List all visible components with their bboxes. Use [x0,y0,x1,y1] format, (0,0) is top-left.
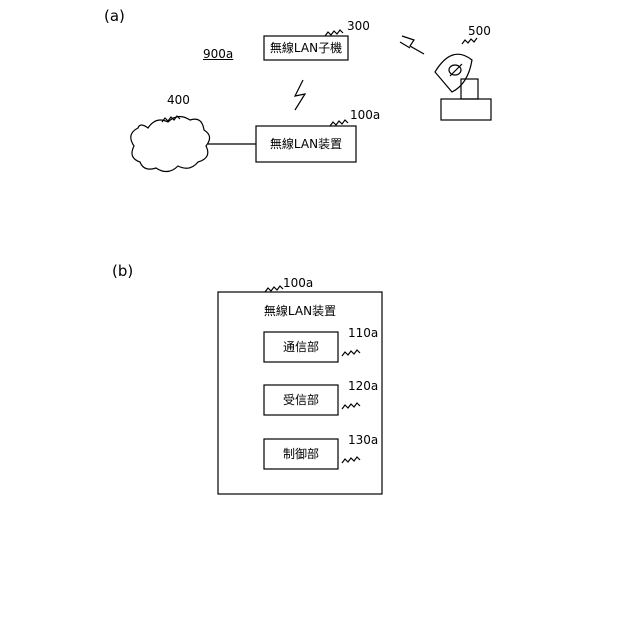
device-ref-leader [330,120,348,126]
outer-device-title: 無線LAN装置 [218,304,382,318]
unit-ref-leader-1 [342,350,360,356]
unit-label-1: 通信部 [264,340,338,354]
unit-ref-label-1: 110a [348,326,378,340]
system-ref-label: 900a [203,47,233,61]
cloud-icon [131,116,210,171]
network-ref-label: 400 [167,93,190,107]
dish-ref-label: 500 [468,24,491,38]
figure-a-label: (a) [104,7,125,25]
dish-ref-leader [462,38,477,44]
outer-ref-leader [265,286,283,292]
slave-box-label: 無線LAN子機 [264,41,348,55]
outer-ref-label: 100a [283,276,313,290]
slave-ref-leader [325,30,343,36]
unit-label-3: 制御部 [264,447,338,461]
wireless-lightning-icon [295,80,305,110]
unit-label-2: 受信部 [264,393,338,407]
slave-ref-label: 300 [347,19,370,33]
signal-lightning-icon [400,36,424,54]
device-box-label: 無線LAN装置 [256,137,356,151]
figure-b-label: (b) [112,262,133,280]
unit-ref-label-2: 120a [348,379,378,393]
unit-ref-label-3: 130a [348,433,378,447]
unit-ref-leader-2 [342,403,360,409]
unit-ref-leader-3 [342,457,360,463]
dish-base [441,99,491,120]
device-ref-label: 100a [350,108,380,122]
